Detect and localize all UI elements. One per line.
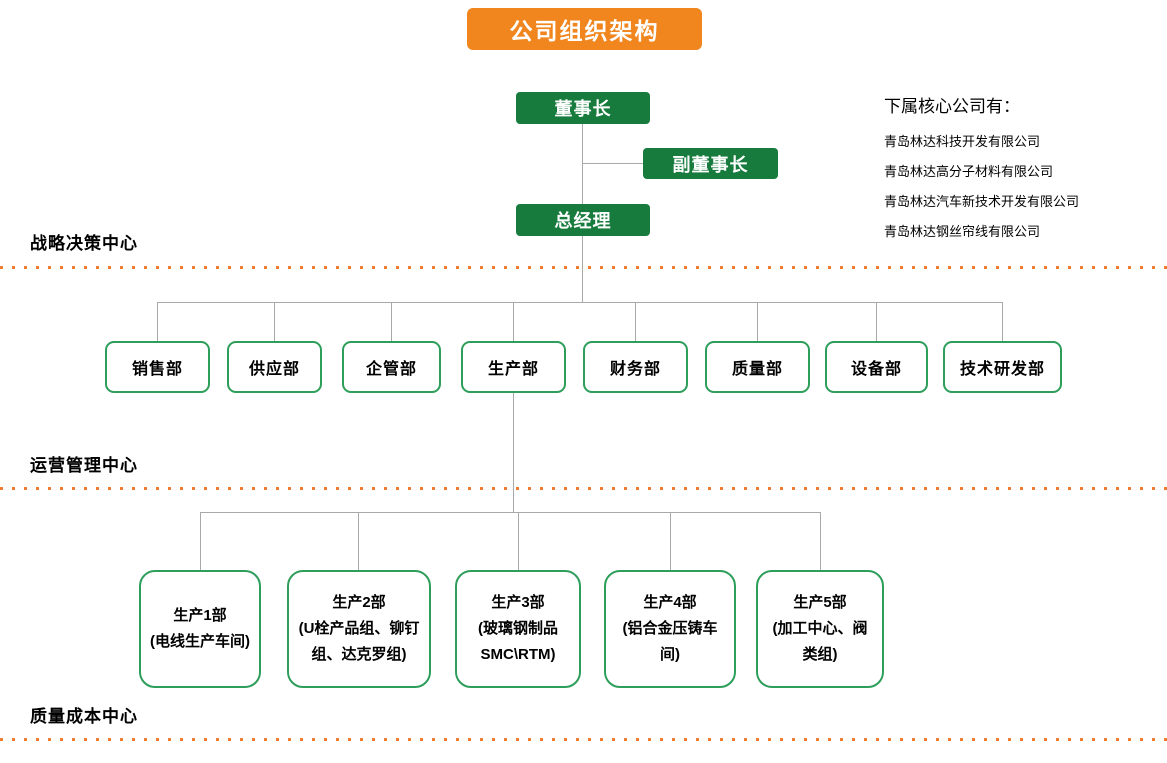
connector-branch-vice — [583, 163, 643, 164]
node-dept-sales: 销售部 — [105, 341, 210, 393]
connector-drop-prod-4 — [670, 512, 671, 570]
prod-1-name: 生产1部 — [173, 606, 227, 624]
prod-5-name: 生产5部 — [793, 593, 847, 611]
connector-drop-dept-7 — [876, 302, 877, 341]
divider-quality-cost — [0, 738, 1167, 741]
node-prod-4: 生产4部 (铝合金压铸车间) — [604, 570, 736, 688]
node-prod-2: 生产2部 (U栓产品组、铆钉组、达克罗组) — [287, 570, 431, 688]
connector-drop-dept-6 — [757, 302, 758, 341]
connector-dept-rail — [157, 302, 1003, 303]
connector-drop-prod-1 — [200, 512, 201, 570]
node-dept-enterprise: 企管部 — [342, 341, 441, 393]
prod-4-detail: (铝合金压铸车间) — [622, 619, 718, 664]
subsidiary-item-1: 青岛林达科技开发有限公司 — [884, 134, 1041, 149]
node-prod-5: 生产5部 (加工中心、阀类组) — [756, 570, 884, 688]
connector-prod-rail — [200, 512, 820, 513]
page-title: 公司组织架构 — [467, 8, 702, 50]
connector-drop-prod-3 — [518, 512, 519, 570]
node-dept-equipment: 设备部 — [825, 341, 928, 393]
subsidiary-item-3: 青岛林达汽车新技术开发有限公司 — [884, 194, 1080, 209]
connector-drop-dept-8 — [1002, 302, 1003, 341]
section-label-operations: 运营管理中心 — [30, 456, 138, 475]
node-dept-production: 生产部 — [461, 341, 566, 393]
node-dept-quality: 质量部 — [705, 341, 810, 393]
section-label-quality-cost: 质量成本中心 — [30, 707, 138, 726]
node-vice-chairman: 副董事长 — [643, 148, 778, 179]
prod-5-detail: (加工中心、阀类组) — [772, 619, 868, 664]
node-prod-3: 生产3部 (玻璃钢制品SMC\RTM) — [455, 570, 581, 688]
divider-strategy — [0, 266, 1167, 269]
connector-drop-dept-1 — [157, 302, 158, 341]
node-chairman: 董事长 — [516, 92, 650, 124]
connector-drop-dept-4 — [513, 302, 514, 341]
section-label-strategy: 战略决策中心 — [30, 234, 138, 253]
connector-gm-down — [582, 236, 583, 302]
connector-chairman-gm — [582, 124, 583, 204]
connector-drop-dept-3 — [391, 302, 392, 341]
connector-drop-dept-5 — [635, 302, 636, 341]
node-general-manager: 总经理 — [516, 204, 650, 236]
subsidiary-item-4: 青岛林达钢丝帘线有限公司 — [884, 224, 1041, 239]
prod-2-detail: (U栓产品组、铆钉组、达克罗组) — [298, 619, 420, 664]
node-dept-rnd: 技术研发部 — [943, 341, 1062, 393]
prod-3-detail: (玻璃钢制品SMC\RTM) — [478, 619, 558, 664]
connector-drop-prod-5 — [820, 512, 821, 570]
subsidiary-item-2: 青岛林达高分子材料有限公司 — [884, 164, 1054, 179]
connector-drop-dept-2 — [274, 302, 275, 341]
connector-production-down — [513, 393, 514, 512]
prod-1-detail: (电线生产车间) — [150, 633, 250, 650]
subsidiaries-header: 下属核心公司有： — [884, 97, 1020, 116]
node-dept-finance: 财务部 — [583, 341, 688, 393]
prod-4-name: 生产4部 — [643, 593, 697, 611]
divider-operations — [0, 487, 1167, 490]
connector-drop-prod-2 — [358, 512, 359, 570]
node-prod-1: 生产1部 (电线生产车间) — [139, 570, 261, 688]
prod-3-name: 生产3部 — [491, 593, 545, 611]
prod-2-name: 生产2部 — [332, 593, 386, 611]
node-dept-supply: 供应部 — [227, 341, 322, 393]
